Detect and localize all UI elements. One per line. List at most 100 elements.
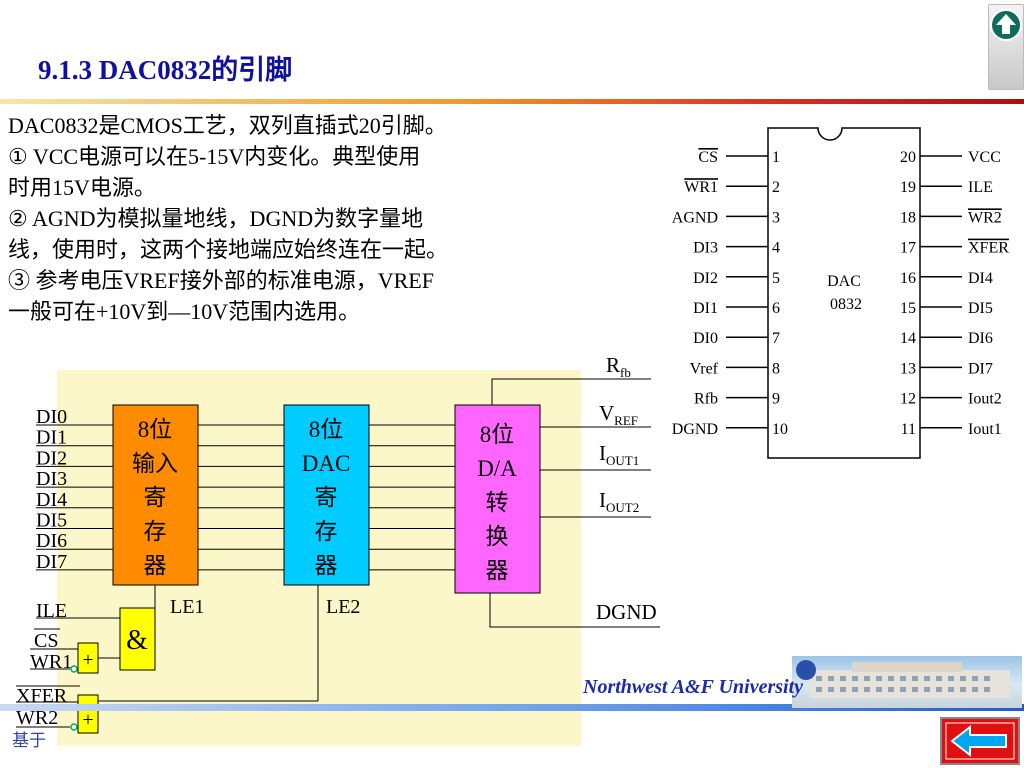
chip-pin-name: Iout2 — [968, 391, 1002, 408]
chip-pin-number: 3 — [772, 209, 780, 226]
chip-name-line1: DAC — [827, 273, 861, 290]
converter-text: D/A — [477, 456, 517, 481]
input-register-text: 寄 — [144, 485, 167, 510]
le1-label: LE1 — [170, 596, 204, 618]
chip-pin-name: DGND — [672, 421, 718, 438]
chip-pin-name: XFER — [968, 240, 1009, 257]
iout2-label: IOUT2 — [599, 488, 639, 515]
up-arrow-icon — [990, 9, 1022, 41]
body-line: ② AGND为模拟量地线，DGND为数字量地 — [8, 206, 424, 231]
chip-pin-number: 20 — [900, 149, 916, 166]
iout1-label: IOUT1 — [599, 441, 639, 468]
chip-pin-number: 7 — [772, 330, 780, 347]
dac-register-label: 8位 DAC 寄存器 — [302, 417, 351, 578]
body-line: 一般可在+10V到—10V范围内选用。 — [8, 299, 361, 324]
chip-pin-number: 4 — [772, 240, 780, 257]
xfer-label: XFER — [16, 685, 68, 707]
vref-label: VREF — [599, 401, 638, 428]
header-rule — [0, 99, 1024, 104]
inverter-bubble — [70, 665, 78, 673]
back-button[interactable] — [940, 717, 1020, 765]
chip-pin-number: 1 — [772, 149, 780, 166]
chip-pin-name: DI5 — [968, 300, 993, 317]
body-line: DAC0832是CMOS工艺，双列直插式20引脚。 — [8, 113, 447, 138]
chip-pin-name: DI0 — [693, 330, 718, 347]
slide-title: 9.1.3 DAC0832的引脚 — [38, 55, 293, 85]
rfb-line — [491, 378, 651, 405]
chip-pin-name: DI1 — [693, 300, 718, 317]
chip-body — [767, 127, 921, 459]
data-input-label: DI1 — [36, 427, 67, 449]
chip-pin-name: VCC — [968, 149, 1001, 166]
dac-register-block — [283, 404, 370, 586]
body-text: DAC0832是CMOS工艺，双列直插式20引脚。 ① VCC电源可以在5-15… — [8, 110, 573, 327]
chip-pin-name: ILE — [968, 179, 993, 196]
inverter-bubble — [70, 723, 78, 731]
chip-pin-name: WR2 — [968, 209, 1002, 226]
bus-input-to-dac — [198, 424, 284, 571]
chip-pin-number: 2 — [772, 179, 780, 196]
chip-pin-name: Iout1 — [968, 421, 1002, 438]
data-input-label: DI0 — [36, 406, 67, 428]
wr1-label: WR1 — [30, 651, 72, 673]
body-line: ③ 参考电压VREF接外部的标准电源，VREF — [8, 268, 434, 293]
dac-register-text: 器 — [315, 553, 338, 578]
dgnd-line — [489, 593, 660, 628]
chip-pin-name: WR1 — [684, 179, 718, 196]
data-input-label: DI7 — [36, 551, 67, 573]
chip-pin-number: 15 — [900, 300, 916, 317]
left-arrow-icon — [945, 722, 1015, 760]
data-input-label: DI4 — [36, 489, 67, 511]
dac-register-text: 8位 — [309, 417, 344, 442]
converter-text: 器 — [486, 558, 509, 583]
chip-pin-name: Vref — [690, 360, 719, 377]
chip-pin-name: DI2 — [693, 270, 718, 287]
or-gate-2-symbol: + — [82, 709, 93, 731]
data-input-label: DI5 — [36, 510, 67, 532]
converter-text: 转 — [486, 490, 509, 515]
converter-block — [454, 404, 541, 594]
footer-rule — [0, 704, 1024, 711]
input-register-text: 输入 — [132, 451, 178, 476]
data-input-label: DI3 — [36, 468, 67, 490]
chip-pin-number: 13 — [900, 360, 916, 377]
converter-text: 8位 — [480, 422, 515, 447]
and-gate — [119, 607, 156, 671]
chip-pin-number: 10 — [772, 421, 788, 438]
input-register-text: 器 — [144, 553, 167, 578]
chip-pin-number: 17 — [900, 240, 916, 257]
wr2-label: WR2 — [16, 707, 58, 729]
and-gate-symbol: & — [126, 625, 148, 656]
dac-register-text: 寄 — [315, 485, 338, 510]
university-name: Northwest A&F University — [583, 676, 804, 698]
cs-label: CS — [34, 630, 58, 652]
dac-register-text: 存 — [315, 519, 338, 544]
le2-label: LE2 — [326, 596, 360, 618]
dac-register-text: DAC — [302, 451, 351, 476]
chip-pin-name: CS — [698, 149, 718, 166]
university-building-image — [792, 656, 1022, 708]
home-button[interactable] — [988, 4, 1024, 90]
chip-pin-number: 14 — [900, 330, 916, 347]
data-input-label: DI6 — [36, 530, 67, 552]
chip-pin-name: DI4 — [968, 270, 993, 287]
chip-name-line2: 0832 — [830, 296, 862, 313]
chip-pinout-diagram: DAC 0832 1CS2WR13AGND4DI35DI26DI17DI08Vr… — [672, 127, 1009, 459]
side-caption: 基于 — [12, 731, 46, 750]
input-register-block — [112, 404, 199, 586]
chip-pin-number: 12 — [900, 391, 916, 408]
ile-label: ILE — [36, 600, 67, 622]
input-register-text: 8位 — [138, 417, 173, 442]
chip-pin-name: Rfb — [694, 391, 718, 408]
chip-pin-number: 18 — [900, 209, 916, 226]
chip-pin-number: 6 — [772, 300, 780, 317]
chip-pin-number: 5 — [772, 270, 780, 287]
body-line: 时用15V电源。 — [8, 175, 156, 200]
data-input-label: DI2 — [36, 447, 67, 469]
or-gate-1-symbol: + — [82, 649, 93, 671]
rfb-label: Rfb — [606, 353, 631, 380]
chip-pin-name: DI3 — [693, 240, 718, 257]
